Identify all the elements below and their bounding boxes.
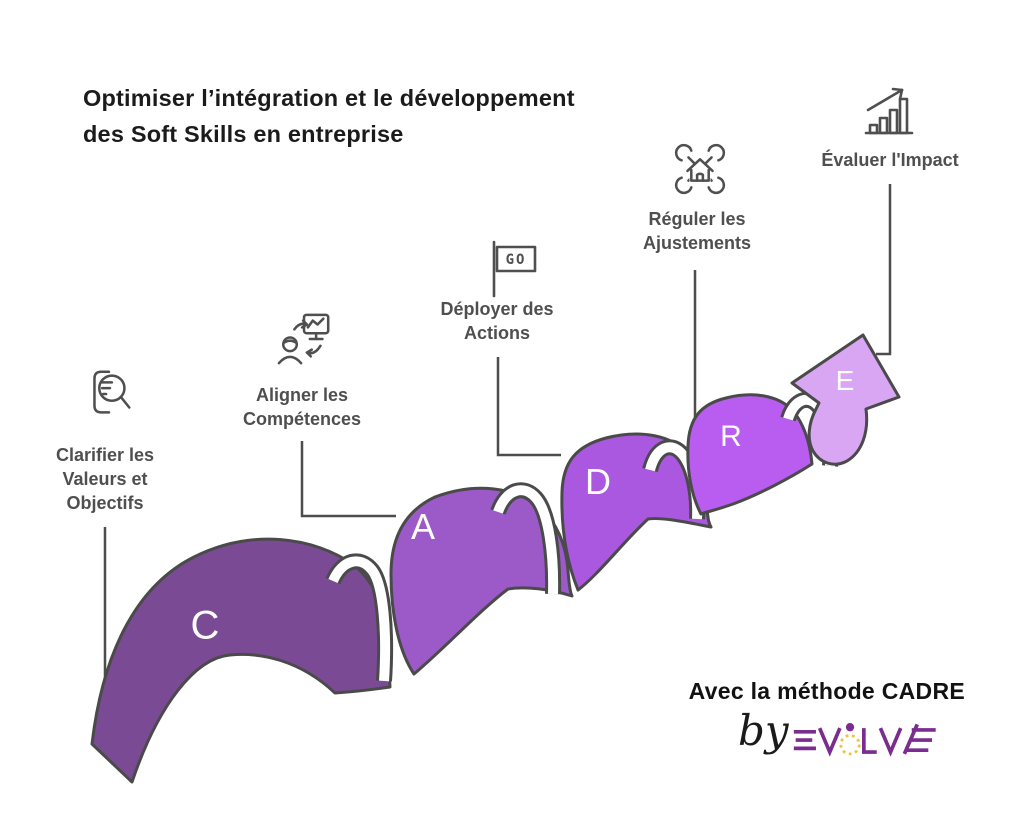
ribbon-segment-c	[90, 537, 392, 784]
go-flag-text: GO	[506, 252, 527, 268]
brand-letter-v2	[878, 727, 903, 757]
step-label-evaluer: Évaluer l'Impact	[821, 150, 959, 170]
connector-aligner	[300, 441, 396, 518]
ribbon-segment-e-arrow	[790, 333, 901, 466]
evolve-brand-logo	[793, 723, 936, 757]
method-text: Avec la méthode CADRE	[688, 678, 965, 704]
growth-chart-icon	[860, 84, 924, 145]
brand-letter-o-ring	[839, 734, 861, 756]
brand-letter-l	[862, 728, 877, 754]
by-script-text: by	[738, 706, 789, 755]
connector-deployer	[496, 357, 561, 457]
page-title: Optimiser l’intégration et le développem…	[83, 80, 723, 152]
ribbon-letter-c: C	[190, 603, 220, 648]
document-magnifier-icon	[79, 364, 137, 427]
step-label-deployer: Déployer des Actions	[440, 299, 554, 343]
ribbon-letter-e: E	[835, 365, 855, 396]
brand-letter-o-dot	[845, 723, 855, 732]
person-sync-monitor-icon	[276, 310, 334, 373]
ribbon-letter-r: R	[720, 420, 742, 453]
step-label-clarifier: Clarifier les Valeurs et Objectifs	[55, 445, 155, 513]
brand-letter-v1	[817, 727, 842, 757]
title-line-2: des Soft Skills en entreprise	[83, 121, 404, 147]
ribbon-fold-gap-2	[490, 482, 562, 595]
ribbon-letter-d: D	[585, 461, 611, 502]
ribbon-fold-gap-1	[325, 553, 394, 682]
wrenches-house-icon	[671, 140, 729, 203]
brand-letter-e2-diagonal	[902, 723, 919, 755]
ribbon-letter-a: A	[410, 506, 436, 547]
step-label-reguler: Réguler les Ajustements	[642, 209, 752, 253]
connector-evaluer	[876, 184, 892, 356]
brand-letter-e1	[793, 729, 816, 751]
go-flag-icon: GO	[486, 238, 542, 305]
step-label-aligner: Aligner les Compétences	[242, 385, 362, 429]
title-line-1: Optimiser l’intégration et le développem…	[83, 85, 575, 111]
